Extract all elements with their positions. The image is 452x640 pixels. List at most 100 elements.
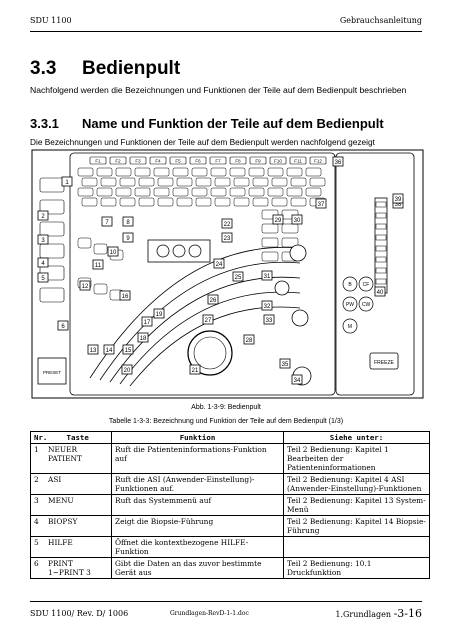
keyboard-key bbox=[267, 167, 284, 177]
keyboard-key bbox=[248, 167, 265, 177]
function-key bbox=[269, 156, 287, 165]
callout-number: 31 bbox=[264, 274, 271, 280]
callout-number: 32 bbox=[264, 304, 271, 310]
callout-box bbox=[87, 344, 99, 355]
function-key-label: F7 bbox=[215, 159, 221, 164]
keyboard-key bbox=[134, 187, 151, 197]
function-key-label: F8 bbox=[235, 159, 241, 164]
cell-nr: 6 bbox=[30, 557, 45, 579]
callout-number: 9 bbox=[126, 236, 130, 242]
function-key bbox=[89, 156, 107, 165]
left-column-key bbox=[39, 243, 65, 259]
right-block-key bbox=[281, 237, 299, 248]
callout-number: 38 bbox=[395, 202, 402, 208]
keyboard-key bbox=[77, 167, 94, 177]
keyboard-key bbox=[172, 187, 189, 197]
function-key bbox=[209, 156, 227, 165]
callout-number: 25 bbox=[235, 275, 242, 281]
keyboard-key bbox=[119, 197, 136, 207]
callout-box bbox=[37, 234, 49, 245]
function-key-label: F10 bbox=[274, 159, 282, 164]
keyboard-key bbox=[81, 197, 98, 207]
keyboard-key bbox=[252, 177, 269, 187]
callout-box bbox=[137, 332, 149, 343]
callout-number: 18 bbox=[140, 336, 147, 342]
mid-key bbox=[93, 243, 108, 255]
subsection-intro: Die Bezeichnungen und Funktionen der Tei… bbox=[30, 137, 375, 147]
keyboard-key bbox=[153, 187, 170, 197]
knob-32 bbox=[291, 309, 309, 327]
right-block-key bbox=[261, 237, 279, 248]
cell-siehe: Teil 2 Bedienung: Kapitel 4 ASI (Anwende… bbox=[283, 473, 430, 495]
callout-box bbox=[291, 374, 303, 385]
mode-key-cw bbox=[358, 296, 374, 312]
keyboard-key bbox=[210, 187, 227, 197]
callout-box bbox=[141, 316, 153, 327]
cell-funktion: Ruft das Systemmenü auf bbox=[111, 494, 284, 516]
function-key-label: F2 bbox=[115, 159, 121, 164]
footer-left: SDU 1100/ Rev. D/ 1006 bbox=[30, 609, 129, 618]
callout-number: 15 bbox=[125, 348, 132, 354]
keyboard-key bbox=[271, 177, 288, 187]
mode-key-label: M bbox=[348, 324, 352, 330]
keyboard-key bbox=[210, 167, 227, 177]
trackball bbox=[187, 330, 233, 376]
callout-number: 35 bbox=[282, 362, 289, 368]
keyboard-key bbox=[305, 187, 322, 197]
callout-box bbox=[37, 272, 49, 283]
keyboard-frame bbox=[69, 152, 336, 396]
keyboard-key bbox=[305, 167, 322, 177]
subsection-number: 3.3.1 bbox=[30, 116, 59, 131]
callout-box bbox=[332, 156, 344, 167]
table-caption: Tabelle 1-3-3: Bezeichnung und Funktion … bbox=[108, 418, 344, 425]
mid-key bbox=[93, 283, 108, 295]
keyboard-key bbox=[157, 197, 174, 207]
cell-nr: 5 bbox=[30, 536, 45, 558]
callout-number: 6 bbox=[61, 324, 65, 330]
callout-number: 39 bbox=[395, 197, 402, 203]
tgc-slider bbox=[375, 267, 387, 274]
cell-siehe: Teil 2 Bedienung: Kapitel 14 Biopsie-Füh… bbox=[283, 515, 430, 537]
cell-nr: 2 bbox=[30, 473, 45, 495]
tgc-slider bbox=[375, 212, 387, 219]
mode-key-label: B bbox=[348, 282, 352, 288]
keyboard-key bbox=[267, 187, 284, 197]
tgc-slider bbox=[375, 223, 387, 230]
keyboard-key bbox=[191, 167, 208, 177]
left-column-key bbox=[39, 177, 65, 193]
callout-box bbox=[279, 358, 291, 369]
keyboard-key bbox=[81, 177, 98, 187]
callout-box bbox=[232, 271, 244, 282]
mode-key-cf bbox=[358, 276, 374, 292]
arrow-left-key bbox=[156, 244, 170, 258]
keyboard-key bbox=[153, 167, 170, 177]
header-nr: Nr. bbox=[34, 433, 48, 442]
callout-box bbox=[61, 176, 73, 187]
tgc-slider bbox=[375, 278, 387, 285]
callout-number: 29 bbox=[275, 218, 282, 224]
keyboard-key bbox=[176, 177, 193, 187]
header-siehe: Siehe unter: bbox=[283, 431, 430, 444]
keyboard-key bbox=[233, 177, 250, 187]
callout-box bbox=[261, 270, 273, 281]
callout-number: 10 bbox=[110, 250, 117, 256]
keyboard-key bbox=[157, 177, 174, 187]
function-key-label: F11 bbox=[294, 159, 302, 164]
callout-number: 12 bbox=[82, 284, 89, 290]
callout-box bbox=[392, 193, 404, 204]
keyboard-key bbox=[214, 197, 231, 207]
knob-29 bbox=[289, 244, 307, 262]
function-key-label: F6 bbox=[195, 159, 201, 164]
callout-number: 34 bbox=[294, 378, 301, 384]
function-key-label: F12 bbox=[314, 159, 322, 164]
cell-funktion: Zeigt die Biopsie-Führung bbox=[111, 515, 284, 537]
tgc-slider bbox=[375, 256, 387, 263]
